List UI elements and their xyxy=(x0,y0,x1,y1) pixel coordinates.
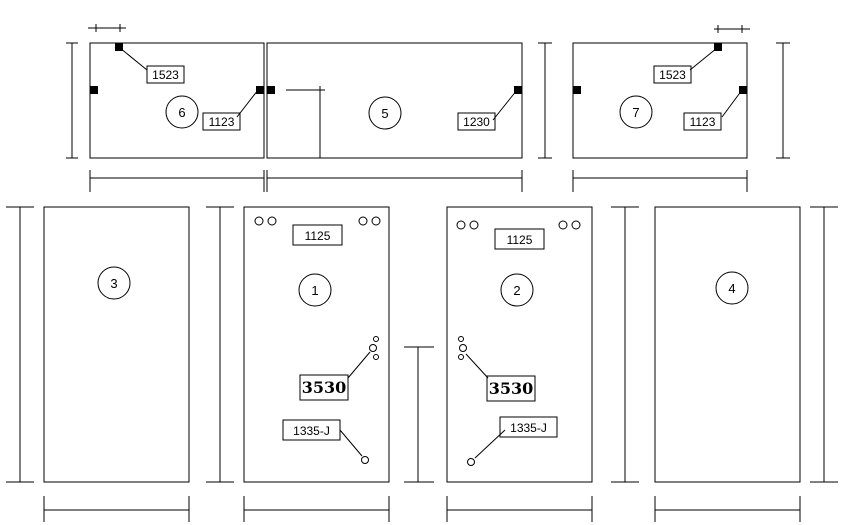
label-1523-right: 1523 xyxy=(659,68,686,82)
panel-number: 5 xyxy=(381,106,388,121)
hole-icon xyxy=(458,336,464,342)
label-1125-left: 1125 xyxy=(305,229,331,243)
panel-number-circle xyxy=(619,95,653,129)
label-1523-left: 1523 xyxy=(152,68,179,82)
label-3530-right: 3530 xyxy=(489,379,534,398)
hole-icon xyxy=(459,344,467,352)
fitting-marker xyxy=(90,86,98,94)
leader-line xyxy=(339,429,363,457)
panel-number: 6 xyxy=(178,105,185,120)
panel-6-outline xyxy=(89,42,265,159)
label-box xyxy=(292,224,343,246)
fitting-marker xyxy=(573,86,581,94)
label-1123-right: 1123 xyxy=(690,115,716,129)
panel-1-outline xyxy=(243,206,390,483)
label-box xyxy=(494,228,545,250)
panel-number-circle xyxy=(500,273,534,307)
panel-number: 2 xyxy=(513,283,520,298)
label-1123-left: 1123 xyxy=(209,115,235,129)
label-box xyxy=(282,419,341,441)
hole-icon xyxy=(467,458,475,466)
leader-line xyxy=(465,353,489,379)
label-3530-left: 3530 xyxy=(302,378,347,397)
panel-number-circle xyxy=(715,271,749,305)
panel-number-circle xyxy=(298,273,332,307)
hole-icon xyxy=(373,354,379,360)
hole-icon xyxy=(361,456,369,464)
fitting-marker xyxy=(115,43,123,51)
label-box xyxy=(299,374,349,401)
hole-icon xyxy=(558,220,568,230)
panel-number-circle xyxy=(97,266,131,300)
label-1335j-right: 1335-J xyxy=(510,421,547,435)
leader-line xyxy=(347,351,371,379)
panel-number: 4 xyxy=(728,281,735,296)
leader-line xyxy=(492,89,518,121)
label-1230: 1230 xyxy=(463,115,490,129)
fitting-marker xyxy=(256,86,264,94)
panel-7-outline xyxy=(572,42,748,159)
hole-icon xyxy=(254,216,264,226)
hole-icon xyxy=(469,220,479,230)
label-1125-right: 1125 xyxy=(507,233,533,247)
label-box xyxy=(202,112,241,131)
panel-3-outline xyxy=(43,206,190,483)
hole-icon xyxy=(267,216,277,226)
panel-number: 7 xyxy=(632,105,639,120)
label-box xyxy=(683,112,722,131)
fitting-marker xyxy=(267,86,275,94)
label-box xyxy=(653,65,692,84)
panel-4-outline xyxy=(654,206,801,483)
fitting-marker xyxy=(714,43,722,51)
leader-line xyxy=(721,89,743,118)
fitting-marker xyxy=(514,86,522,94)
hole-icon xyxy=(358,216,368,226)
hole-icon xyxy=(456,220,466,230)
panel-number-circle xyxy=(368,96,402,130)
fitting-marker xyxy=(739,86,747,94)
leader-line xyxy=(689,47,718,71)
hole-icon xyxy=(373,336,379,342)
hole-icon xyxy=(571,220,581,230)
label-1335j-left: 1335-J xyxy=(293,424,330,438)
hole-icon xyxy=(458,354,464,360)
panel-5-outline xyxy=(266,42,523,159)
hole-icon xyxy=(371,216,381,226)
panel-number-circle xyxy=(165,95,199,129)
panel-number: 3 xyxy=(110,276,117,291)
label-box xyxy=(486,375,536,402)
leader-line xyxy=(119,47,148,71)
hole-icon xyxy=(369,344,377,352)
label-box xyxy=(499,416,558,438)
label-box xyxy=(457,112,496,131)
panel-number: 1 xyxy=(311,283,318,298)
label-box xyxy=(146,65,185,84)
panel-2-outline xyxy=(446,206,593,483)
